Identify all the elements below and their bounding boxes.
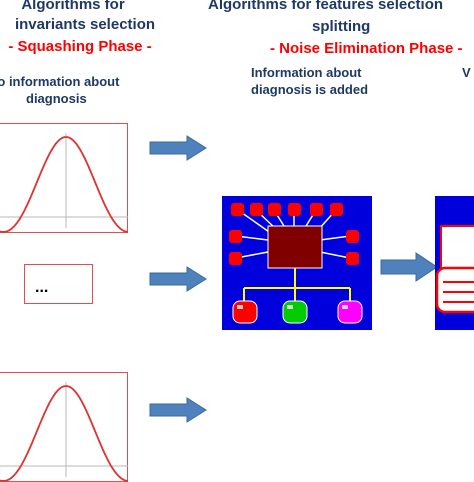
result-diagram-partial bbox=[435, 196, 474, 330]
col2-title-line2: splitting bbox=[312, 18, 371, 35]
hub-node bbox=[267, 225, 323, 269]
col2-note-line1: Information about bbox=[251, 65, 362, 80]
gaussian-curve-bottom bbox=[0, 381, 128, 482]
col1-title-line1: Algorithms for bbox=[21, 0, 125, 13]
col2-title-line1: Algorithms for features selection bbox=[208, 0, 444, 13]
col1-note-line1: No information about bbox=[0, 74, 120, 89]
tree-links bbox=[243, 268, 351, 302]
arrow-right-icon bbox=[149, 135, 207, 161]
col2-note-line2: diagnosis is added bbox=[251, 82, 369, 97]
output-nodes bbox=[232, 300, 363, 324]
result-graphic bbox=[435, 225, 474, 314]
ellipsis-panel: ... bbox=[24, 264, 93, 304]
network-graphic bbox=[229, 203, 363, 324]
col3-note-partial: V bbox=[462, 65, 471, 80]
col1-note-line2: diagnosis bbox=[26, 91, 87, 106]
arrow-right-icon bbox=[149, 266, 207, 292]
col2-phase: - Noise Elimination Phase - bbox=[270, 40, 463, 57]
arrow-right-icon bbox=[149, 397, 207, 423]
network-diagram bbox=[222, 196, 372, 330]
col1-phase: - Squashing Phase - bbox=[8, 38, 152, 55]
arrow-right-icon bbox=[380, 252, 438, 282]
gaussian-plot-top bbox=[0, 123, 128, 233]
gaussian-curve-top bbox=[0, 132, 128, 233]
gaussian-plot-bottom bbox=[0, 372, 128, 482]
ellipsis-text: ... bbox=[35, 279, 49, 296]
leaf-nodes bbox=[229, 203, 359, 265]
col1-title-line2: invariants selection bbox=[14, 16, 156, 33]
